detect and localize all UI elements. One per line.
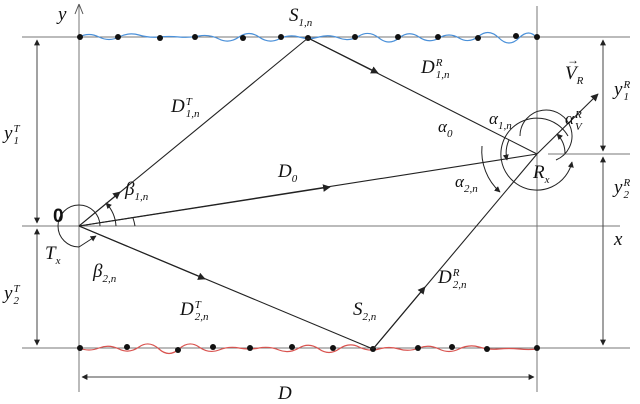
origin-label: 0 bbox=[53, 206, 64, 227]
d0-label: D0 bbox=[278, 161, 298, 185]
vr-label: →VR bbox=[565, 53, 584, 87]
ray-d2t-arrow bbox=[78, 225, 206, 280]
rx-label: Rx bbox=[533, 162, 550, 186]
alpha0-label: α0 bbox=[438, 117, 453, 140]
d0-angle-arc bbox=[132, 217, 136, 227]
tx-angle-arc bbox=[57, 204, 101, 248]
alphav-arc bbox=[556, 133, 566, 155]
s2n-label: S2,n bbox=[353, 299, 377, 323]
beta1-arc bbox=[105, 202, 117, 227]
beta1-label: β1,n bbox=[125, 179, 149, 203]
alpha2-label: α2,n bbox=[455, 172, 478, 195]
d-label: D bbox=[278, 383, 292, 404]
tx-label: Tx bbox=[45, 243, 61, 267]
ray-d2r-arrow bbox=[372, 286, 426, 350]
y-axis-label: y bbox=[58, 4, 67, 25]
bottom-surface-points bbox=[77, 344, 540, 353]
y-axis-arrowhead bbox=[74, 3, 84, 15]
s1n-label: S1,n bbox=[289, 5, 313, 29]
alpha1-arc bbox=[519, 109, 573, 161]
top-surface-points bbox=[77, 33, 540, 41]
alpha2-arc bbox=[481, 145, 501, 193]
beta2-label: β2,n bbox=[93, 261, 117, 285]
ray-d1r-arrow bbox=[307, 37, 379, 74]
alpha0-arc bbox=[502, 139, 510, 161]
x-axis-label: x bbox=[614, 229, 623, 250]
alpha1-label: α1,n bbox=[489, 109, 512, 132]
rx-outer-arc bbox=[500, 117, 574, 191]
ray-d0-arrow bbox=[78, 184, 331, 227]
velocity-vector bbox=[536, 93, 599, 155]
ray-d1t-arrow bbox=[78, 191, 121, 227]
bottom-rough-surface bbox=[78, 343, 538, 355]
tx-angle-arc-arrow bbox=[78, 235, 97, 248]
